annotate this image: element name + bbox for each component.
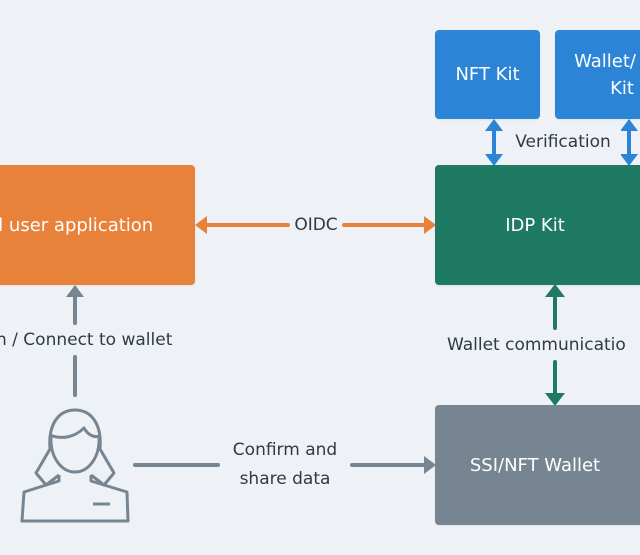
verification-arrow-nft — [485, 119, 503, 166]
wallet-communication-label: Wallet communicatio — [447, 331, 626, 359]
end-user-application-box[interactable]: d user application — [0, 165, 195, 285]
end-user-application-label: d user application — [0, 214, 154, 236]
confirm-arrow — [133, 456, 436, 474]
verification-label: Verification — [505, 128, 621, 156]
ssi-nft-wallet-label: SSI/NFT Wallet — [469, 454, 601, 476]
nft-kit-label: NFT Kit — [455, 64, 520, 85]
oidc-arrow — [195, 216, 436, 234]
verification-arrow-wallet-kit — [620, 119, 638, 166]
confirm-share-data-label: Confirm and share data — [220, 436, 350, 494]
connect-arrow — [66, 285, 84, 397]
wallet-kit-box[interactable]: Wallet/ Kit — [555, 30, 640, 119]
connect-to-wallet-label: n / Connect to wallet — [0, 326, 173, 354]
idp-kit-label: IDP Kit — [505, 214, 565, 236]
idp-kit-box[interactable]: IDP Kit — [435, 165, 640, 285]
wallet-communication-arrow — [545, 284, 565, 406]
user-icon — [20, 408, 130, 523]
nft-kit-box[interactable]: NFT Kit — [435, 30, 540, 119]
ssi-nft-wallet-box[interactable]: SSI/NFT Wallet — [435, 405, 640, 525]
wallet-kit-label: Wallet/ Kit — [574, 50, 636, 99]
oidc-label: OIDC — [290, 211, 342, 239]
